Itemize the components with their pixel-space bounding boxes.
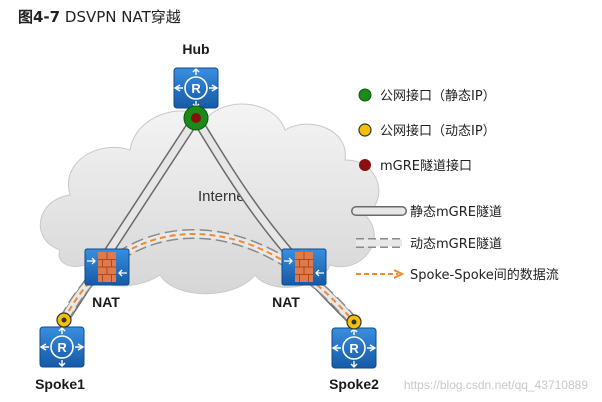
legend: 公网接口（静态IP） 公网接口（动态IP） mGRE隧道接口 静态mGRE隧道 … bbox=[351, 88, 559, 283]
legend-mgre-if-icon bbox=[359, 159, 371, 171]
figure-title: 图4-7 DSVPN NAT穿越 bbox=[18, 6, 181, 27]
spoke2-dynamic-interface-icon bbox=[346, 314, 362, 330]
legend-data-flow-label: Spoke-Spoke间的数据流 bbox=[410, 267, 559, 283]
figure-number: 图4-7 bbox=[18, 8, 61, 26]
legend-dynamic-if-icon bbox=[358, 123, 372, 137]
nat-left-icon bbox=[84, 248, 130, 286]
spoke1-router-icon bbox=[39, 326, 85, 368]
legend-static-if-label: 公网接口（静态IP） bbox=[380, 88, 496, 104]
nat-left-label: NAT bbox=[92, 294, 120, 310]
legend-mgre-if-label: mGRE隧道接口 bbox=[380, 158, 472, 174]
legend-static-tunnel-label: 静态mGRE隧道 bbox=[410, 204, 502, 220]
spoke1-label: Spoke1 bbox=[35, 376, 85, 392]
hub-label: Hub bbox=[182, 41, 209, 57]
hub-static-interface-icon bbox=[183, 105, 209, 131]
hub-router-icon bbox=[173, 67, 219, 109]
spoke2-label: Spoke2 bbox=[329, 376, 379, 392]
internet-cloud bbox=[39, 103, 380, 295]
spoke1-dynamic-interface-icon bbox=[56, 312, 72, 328]
spoke2-router-icon bbox=[331, 327, 377, 369]
watermark: https://blog.csdn.net/qq_43710889 bbox=[404, 378, 588, 392]
legend-dynamic-if-label: 公网接口（动态IP） bbox=[380, 123, 496, 139]
legend-static-if-icon bbox=[358, 88, 372, 102]
nat-right-label: NAT bbox=[272, 294, 300, 310]
legend-dynamic-tunnel-label: 动态mGRE隧道 bbox=[410, 236, 502, 252]
nat-right-icon bbox=[281, 248, 327, 286]
legend-data-flow-icon bbox=[356, 269, 405, 279]
internet-label: Internet bbox=[198, 188, 250, 205]
figure-caption: DSVPN NAT穿越 bbox=[64, 8, 181, 26]
